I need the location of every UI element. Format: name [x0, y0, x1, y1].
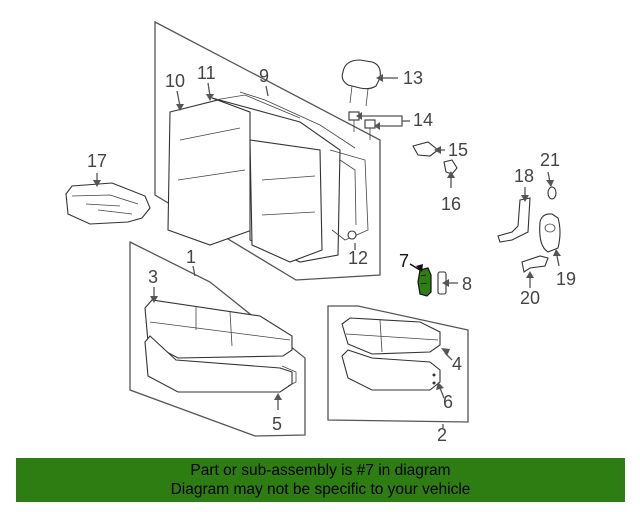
callout-7: 7 — [399, 251, 409, 271]
callout-1: 1 — [186, 247, 196, 267]
headrest-part-13 — [341, 59, 381, 107]
callout-3: 3 — [148, 267, 158, 287]
callout-11: 11 — [197, 63, 216, 83]
callout-10: 10 — [165, 71, 185, 91]
callout-5: 5 — [272, 414, 282, 434]
clip-part-16 — [443, 159, 458, 175]
callout-18: 18 — [514, 166, 534, 186]
seatback-panel-group — [154, 20, 381, 281]
lever-part-20 — [521, 255, 549, 273]
cap-part-21 — [547, 186, 557, 200]
callout-6: 6 — [443, 392, 453, 412]
hinge-part-18 — [497, 197, 531, 243]
callout-4: 4 — [452, 354, 462, 374]
callout-13: 13 — [403, 68, 423, 88]
callout-19: 19 — [556, 269, 576, 289]
callout-9: 9 — [259, 66, 269, 86]
callout-8: 8 — [462, 274, 472, 294]
armrest-part-17 — [65, 182, 151, 225]
cushion-panel-left — [129, 240, 306, 437]
highlighted-part-7 — [417, 267, 432, 297]
banner-line-2: Diagram may not be specific to your vehi… — [170, 481, 471, 498]
callout-20: 20 — [520, 288, 540, 308]
callout-17: 17 — [87, 151, 107, 171]
bracket-part-15 — [412, 141, 439, 157]
callout-2: 2 — [437, 425, 447, 445]
callout-15: 15 — [448, 140, 468, 160]
banner-line-1: Part or sub-assembly is #7 in diagram — [190, 462, 451, 479]
disclaimer-banner: Part or sub-assembly is #7 in diagram Di… — [16, 458, 625, 502]
headrest-guide-part-14 — [348, 111, 376, 140]
callout-16: 16 — [441, 194, 461, 214]
callout-12: 12 — [348, 248, 368, 268]
parts-diagram: 9 10 11 12 13 14 15 16 — [65, 20, 576, 445]
cushion-panel-right — [327, 305, 469, 423]
callout-21: 21 — [540, 150, 560, 170]
callout-14: 14 — [413, 110, 433, 130]
cover-part-19 — [539, 213, 561, 253]
